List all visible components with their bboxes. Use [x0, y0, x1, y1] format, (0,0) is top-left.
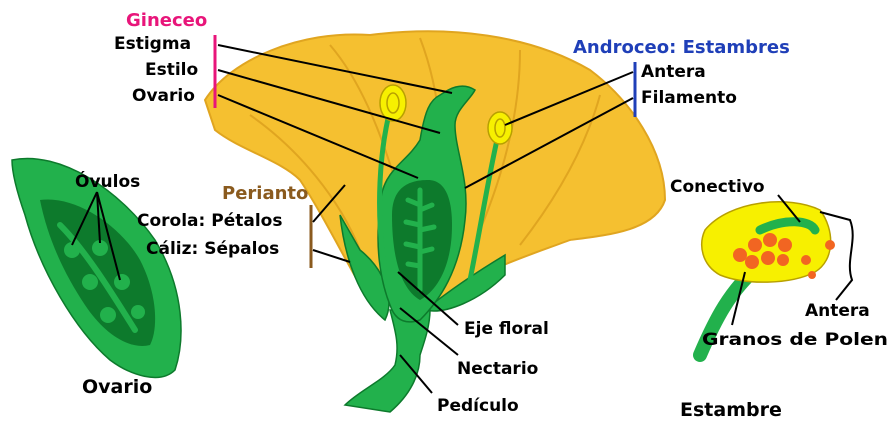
gineceo-header: Gineceo: [126, 10, 207, 31]
pollen-grain: [733, 248, 747, 262]
label-granos-polen: Granos de Polen: [702, 330, 888, 350]
label-estigma: Estigma: [114, 34, 191, 54]
pollen-grain: [808, 271, 816, 279]
caption-estambre: Estambre: [680, 399, 782, 421]
label-caliz: Cáliz: Sépalos: [146, 239, 279, 259]
androceo-header: Androceo: Estambres: [573, 37, 790, 58]
pollen-grain: [825, 240, 835, 250]
pollen-grain: [763, 233, 777, 247]
label-conectivo: Conectivo: [670, 177, 765, 197]
anther-right: [488, 112, 512, 144]
ovule: [100, 307, 116, 323]
label-antera-detail: Antera: [805, 301, 870, 321]
pedicel-shape: [345, 310, 430, 412]
pollen-grain: [778, 238, 792, 252]
label-corola: Corola: Pétalos: [137, 211, 282, 231]
label-eje-floral: Eje floral: [464, 319, 549, 339]
label-estilo: Estilo: [145, 60, 198, 80]
pollen-grain: [777, 254, 789, 266]
label-ovario: Ovario: [132, 86, 195, 106]
label-antera: Antera: [641, 62, 706, 82]
ovule: [131, 305, 145, 319]
label-nectario: Nectario: [457, 359, 538, 379]
pollen-grain: [745, 255, 759, 269]
ovule: [114, 274, 130, 290]
pollen-grain: [801, 255, 811, 265]
anther-left: [380, 85, 406, 121]
label-filamento: Filamento: [641, 88, 737, 108]
ovule: [82, 274, 98, 290]
perianto-header: Perianto: [222, 183, 308, 204]
pollen-grain: [761, 251, 775, 265]
label-ovulos: Óvulos: [75, 170, 140, 192]
pollen-grain: [748, 238, 762, 252]
caption-ovario: Ovario: [82, 376, 152, 398]
label-pediculo: Pedículo: [437, 396, 519, 416]
